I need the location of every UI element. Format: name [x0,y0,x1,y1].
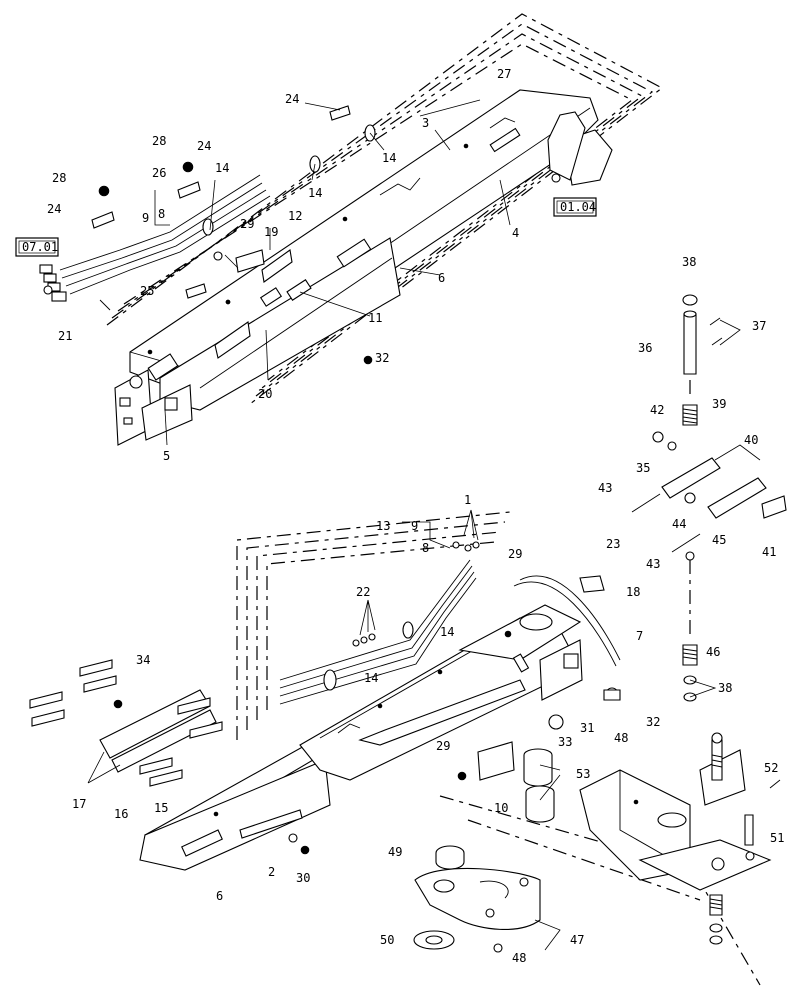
callout-20: 20 [258,387,272,401]
callout-6: 6 [438,271,445,285]
reference-box-0104: 01.04 [553,197,597,217]
callout-14: 14 [382,151,396,165]
callout-29: 29 [508,547,522,561]
leader-lines [87,102,761,951]
callout-24: 24 [285,92,299,106]
callout-25: 25 [140,284,154,298]
callout-7: 7 [636,629,643,643]
callout-14: 14 [364,671,378,685]
callout-34: 34 [136,653,150,667]
upper-hoses [39,124,376,311]
callout-52: 52 [764,761,778,775]
callout-14: 14 [215,161,229,175]
callout-30: 30 [296,871,310,885]
callout-4: 4 [512,226,519,240]
callout-26: 26 [152,166,166,180]
callout-28: 28 [152,134,166,148]
callout-35: 35 [636,461,650,475]
callout-24: 24 [47,202,61,216]
callout-49: 49 [388,845,402,859]
wear-pads [29,659,223,787]
callout-31: 31 [580,721,594,735]
callout-8: 8 [158,207,165,221]
callout-9: 9 [411,519,418,533]
callout-14: 14 [308,186,322,200]
callout-11: 11 [368,311,382,325]
callout-1: 1 [464,493,471,507]
callout-19: 19 [264,225,278,239]
callout-29: 29 [240,217,254,231]
reference-box-0104-label: 01.04 [560,200,596,214]
reference-box-0701: 07.01 [15,237,59,257]
callout-53: 53 [576,767,590,781]
callout-23: 23 [606,537,620,551]
callout-36: 36 [638,341,652,355]
callout-2: 2 [268,865,275,879]
callout-40: 40 [744,433,758,447]
callout-43: 43 [598,481,612,495]
callout-21: 21 [58,329,72,343]
callout-45: 45 [712,533,726,547]
callout-37: 37 [752,319,766,333]
callout-10: 10 [494,801,508,815]
callout-39: 39 [712,397,726,411]
callout-46: 46 [706,645,720,659]
reference-box-0701-label: 07.01 [22,240,58,254]
callout-38: 38 [682,255,696,269]
callout-22: 22 [356,585,370,599]
callout-27: 27 [497,67,511,81]
callout-43: 43 [646,557,660,571]
callout-17: 17 [72,797,86,811]
callout-50: 50 [380,933,394,947]
callout-48: 48 [614,731,628,745]
callout-48: 48 [512,951,526,965]
callout-32: 32 [646,715,660,729]
callout-9: 9 [142,211,149,225]
callout-29: 29 [436,739,450,753]
callout-33: 33 [558,735,572,749]
callout-32: 32 [375,351,389,365]
callout-16: 16 [114,807,128,821]
pin-assembly [631,294,787,702]
upper-boom [114,89,613,446]
callouts: 24 27 3 14 14 28 24 14 28 26 24 9 8 29 1… [47,67,784,965]
callout-8: 8 [422,541,429,555]
callout-51: 51 [770,831,784,845]
swivel-base [413,732,781,986]
callout-44: 44 [672,517,686,531]
callout-3: 3 [422,116,429,130]
callout-15: 15 [154,801,168,815]
upper-small-parts [91,105,373,365]
callout-28: 28 [52,171,66,185]
callout-47: 47 [570,933,584,947]
callout-12: 12 [288,209,302,223]
lower-boom [139,575,621,871]
callout-18: 18 [626,585,640,599]
callout-6: 6 [216,889,223,903]
callout-42: 42 [650,403,664,417]
callout-24: 24 [197,139,211,153]
callout-5: 5 [163,449,170,463]
callout-41: 41 [762,545,776,559]
callout-13: 13 [376,519,390,533]
callout-38: 38 [718,681,732,695]
callout-14: 14 [440,625,454,639]
lower-assembly-boundary [236,511,511,740]
bushings [457,687,621,823]
lower-hoses [279,541,480,705]
